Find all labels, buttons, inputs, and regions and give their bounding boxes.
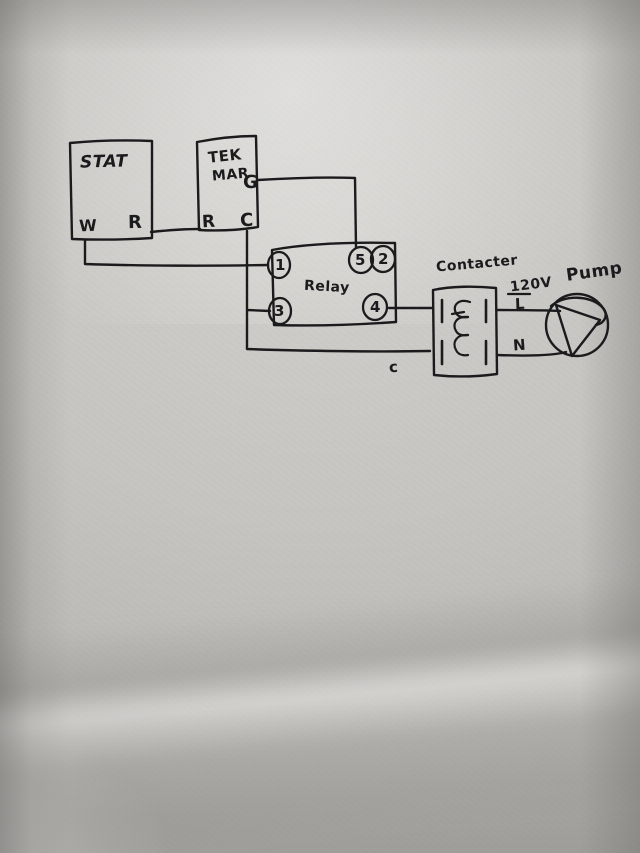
relay-terminal-2-label: 2 — [378, 250, 389, 268]
neutral-label: N — [512, 335, 527, 355]
wire-stat-r-to-tekmar-r — [149, 227, 202, 234]
stat-box — [68, 139, 154, 241]
tekmar-box — [195, 134, 260, 232]
tekmar-title-line1: TEK — [207, 145, 243, 167]
common-wire-label: c — [388, 357, 399, 377]
paper-highlight — [0, 0, 640, 325]
tekmar-terminal-r-label: R — [201, 211, 217, 233]
relay-title: Relay — [303, 277, 351, 297]
paper-corner-fold — [0, 713, 160, 853]
paper-bottom-shadow — [0, 703, 640, 853]
coil-symbol — [450, 299, 472, 357]
pump-arc — [549, 296, 607, 327]
relay-terminal-5-label: 5 — [355, 251, 366, 269]
relay-terminal-4-label: 4 — [370, 298, 381, 316]
pump-impeller-triangle — [554, 303, 602, 358]
relay-terminal-2 — [369, 244, 397, 274]
contactor-box — [431, 285, 499, 378]
stat-title: STAT — [79, 151, 128, 173]
wire-stat-w-to-relay-1 — [83, 238, 270, 267]
photo-left-shadow — [0, 0, 70, 853]
wire-tekmar-g-to-relay-5 — [256, 176, 358, 250]
stat-terminal-r-label: R — [127, 211, 143, 234]
stat-terminal-w-label: W — [78, 215, 98, 236]
wire-contactor-to-pump-neutral — [495, 350, 568, 357]
wire-tekmar-c-to-relay-3 — [245, 229, 272, 313]
tekmar-terminal-g-label: G — [242, 171, 259, 194]
line-label: L — [514, 294, 526, 314]
relay-terminal-1-label: 1 — [275, 256, 286, 274]
relay-box — [270, 241, 398, 327]
relay-terminal-3-label: 3 — [274, 302, 285, 320]
pump-symbol — [544, 292, 610, 358]
wire-relay-3-to-contactor-common — [245, 309, 432, 353]
tekmar-terminal-c-label: C — [239, 209, 255, 232]
relay-terminal-4 — [361, 292, 389, 322]
photo-top-shadow — [0, 0, 640, 54]
relay-terminal-5 — [347, 245, 375, 275]
wire-contactor-to-pump-line — [495, 308, 562, 313]
photo-right-shadow — [580, 0, 640, 853]
